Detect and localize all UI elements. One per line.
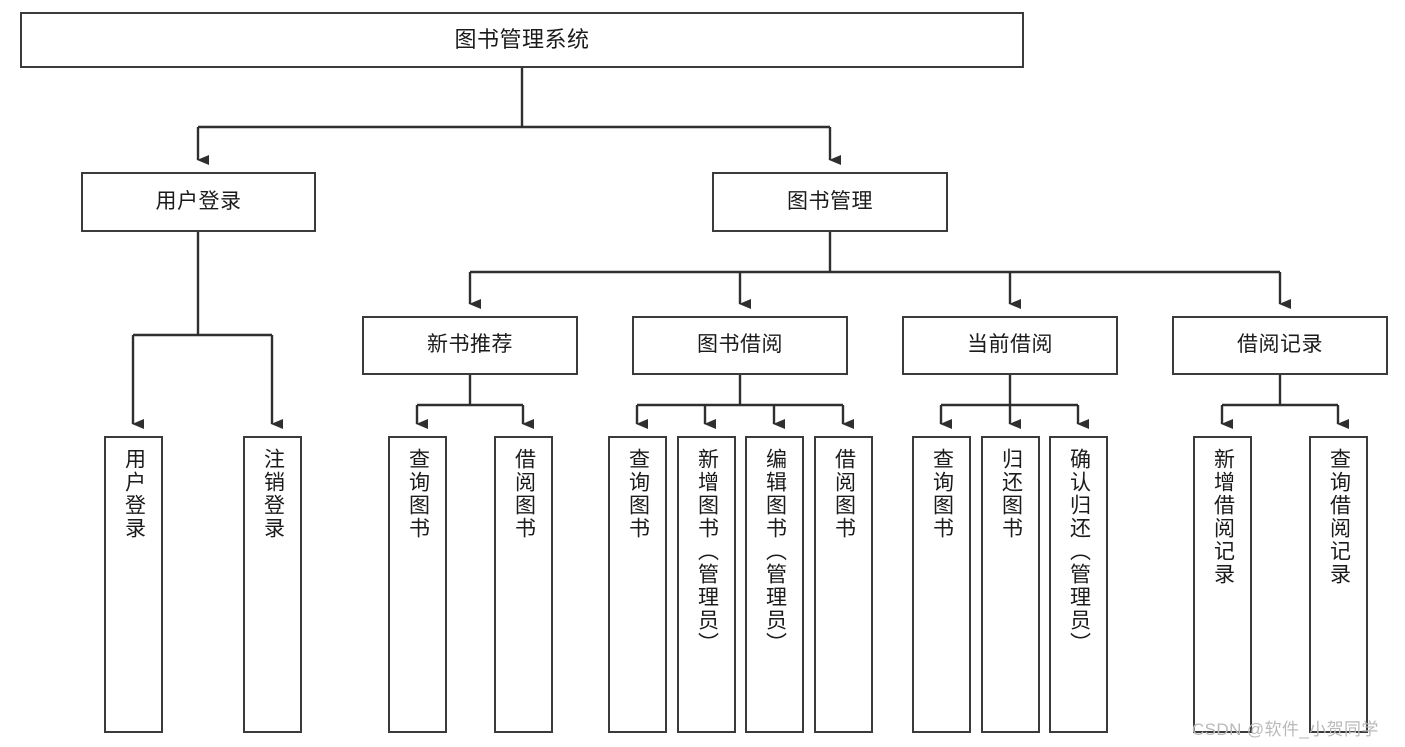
node-book-borrow[interactable]: 图书借阅 (632, 316, 848, 375)
leaf-add-book[interactable]: 新增图书（管理员） (677, 436, 736, 733)
leaf-user-login[interactable]: 用户登录 (104, 436, 163, 733)
leaf-query-book-1[interactable]: 查询图书 (388, 436, 447, 733)
node-user-login-label: 用户登录 (155, 189, 242, 213)
leaf-confirm-return-label: 确认归还（管理员） (1067, 448, 1091, 655)
leaf-add-record-label: 新增借阅记录 (1211, 448, 1235, 586)
node-new-book-recommend[interactable]: 新书推荐 (362, 316, 578, 375)
leaf-borrow-book-2-label: 借阅图书 (832, 448, 856, 540)
node-book-borrow-label: 图书借阅 (697, 333, 783, 357)
leaf-add-record[interactable]: 新增借阅记录 (1193, 436, 1252, 733)
node-book-manage-label: 图书管理 (787, 189, 873, 213)
leaf-borrow-book-1[interactable]: 借阅图书 (494, 436, 553, 733)
node-current-borrow[interactable]: 当前借阅 (902, 316, 1118, 375)
leaf-edit-book[interactable]: 编辑图书（管理员） (745, 436, 804, 733)
leaf-user-login-label: 用户登录 (122, 448, 146, 540)
leaf-query-book-3[interactable]: 查询图书 (912, 436, 971, 733)
node-current-borrow-label: 当前借阅 (967, 333, 1053, 357)
node-borrow-record[interactable]: 借阅记录 (1172, 316, 1388, 375)
leaf-user-logout[interactable]: 注销登录 (243, 436, 302, 733)
leaf-edit-book-label: 编辑图书（管理员） (763, 448, 787, 655)
leaf-query-book-2[interactable]: 查询图书 (608, 436, 667, 733)
leaf-user-logout-label: 注销登录 (261, 448, 285, 540)
leaf-query-book-1-label: 查询图书 (406, 448, 430, 540)
watermark: CSDN @软件_小贺同学 (1192, 720, 1379, 739)
leaf-query-record-label: 查询借阅记录 (1327, 448, 1351, 586)
leaf-return-book-label: 归还图书 (999, 448, 1023, 540)
node-borrow-record-label: 借阅记录 (1237, 333, 1323, 357)
node-new-book-recommend-label: 新书推荐 (427, 333, 513, 357)
leaf-query-book-2-label: 查询图书 (626, 448, 650, 540)
leaf-add-book-label: 新增图书（管理员） (695, 448, 719, 655)
leaf-query-record[interactable]: 查询借阅记录 (1309, 436, 1368, 733)
leaf-borrow-book-1-label: 借阅图书 (512, 448, 536, 540)
leaf-query-book-3-label: 查询图书 (930, 448, 954, 540)
leaf-borrow-book-2[interactable]: 借阅图书 (814, 436, 873, 733)
leaf-confirm-return[interactable]: 确认归还（管理员） (1049, 436, 1108, 733)
node-root-label: 图书管理系统 (454, 26, 590, 52)
node-root[interactable]: 图书管理系统 (20, 12, 1024, 68)
node-book-manage[interactable]: 图书管理 (712, 172, 948, 232)
node-user-login[interactable]: 用户登录 (81, 172, 316, 232)
leaf-return-book[interactable]: 归还图书 (981, 436, 1040, 733)
